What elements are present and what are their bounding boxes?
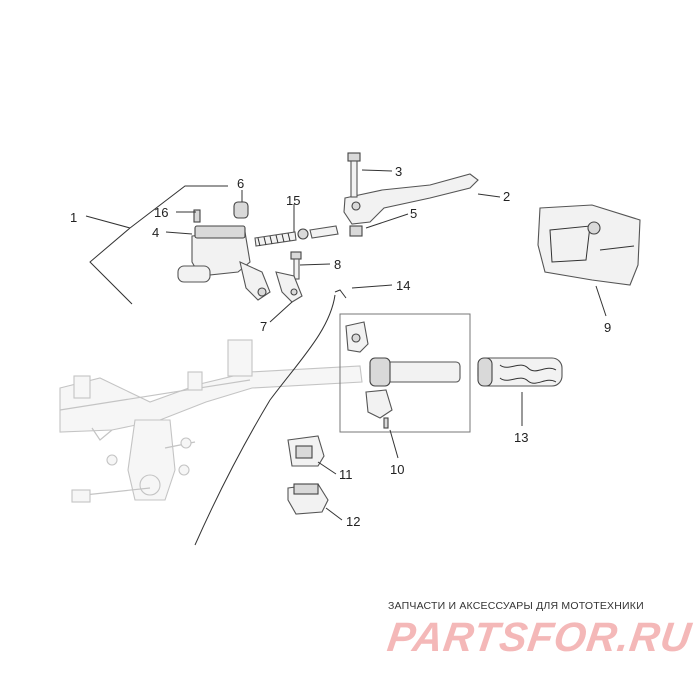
callout-4: 4 — [152, 225, 159, 240]
throttle-tube — [369, 357, 461, 387]
callout-9: 9 — [604, 320, 611, 335]
callout-8: 8 — [334, 257, 341, 272]
bolt-3 — [347, 152, 361, 198]
callout-15: 15 — [286, 193, 300, 208]
brake-lever — [343, 173, 479, 225]
clutch-cable — [194, 294, 336, 546]
leader-lines — [85, 169, 607, 521]
switch-12 — [287, 483, 329, 515]
callout-10: 10 — [390, 462, 404, 477]
master-cylinder — [177, 225, 271, 301]
callout-6: 6 — [237, 176, 244, 191]
grip-13 — [477, 357, 563, 387]
callout-2: 2 — [503, 189, 510, 204]
throttle-group-box — [339, 313, 471, 433]
callout-13: 13 — [514, 430, 528, 445]
switch-11 — [287, 435, 325, 467]
nut-5 — [349, 225, 363, 237]
callout-5: 5 — [410, 206, 417, 221]
watermark-caption: ЗАПЧАСТИ И АКСЕССУАРЫ ДЛЯ МОТОТЕХНИКИ — [388, 600, 644, 612]
switch-cover-9 — [537, 204, 641, 286]
throttle-housing-upper — [345, 321, 369, 353]
callout-labels: 1 2 3 4 5 6 7 8 9 10 11 12 13 14 15 16 — [70, 164, 611, 529]
spring-pin-15 — [254, 225, 339, 247]
callout-1: 1 — [70, 210, 77, 225]
callout-11: 11 — [339, 467, 353, 482]
screw-16 — [193, 209, 201, 223]
callout-16: 16 — [154, 205, 168, 220]
handlebar-frame — [59, 339, 363, 503]
watermark-logo: PARTSFOR.RU — [384, 614, 695, 660]
clamp-7 — [275, 271, 303, 303]
callout-14: 14 — [396, 278, 410, 293]
callout-7: 7 — [260, 319, 267, 334]
throttle-housing-lower — [365, 389, 393, 429]
callout-3: 3 — [395, 164, 402, 179]
bolt-8 — [290, 251, 302, 280]
callout-12: 12 — [346, 514, 360, 529]
cap-6 — [233, 201, 249, 219]
